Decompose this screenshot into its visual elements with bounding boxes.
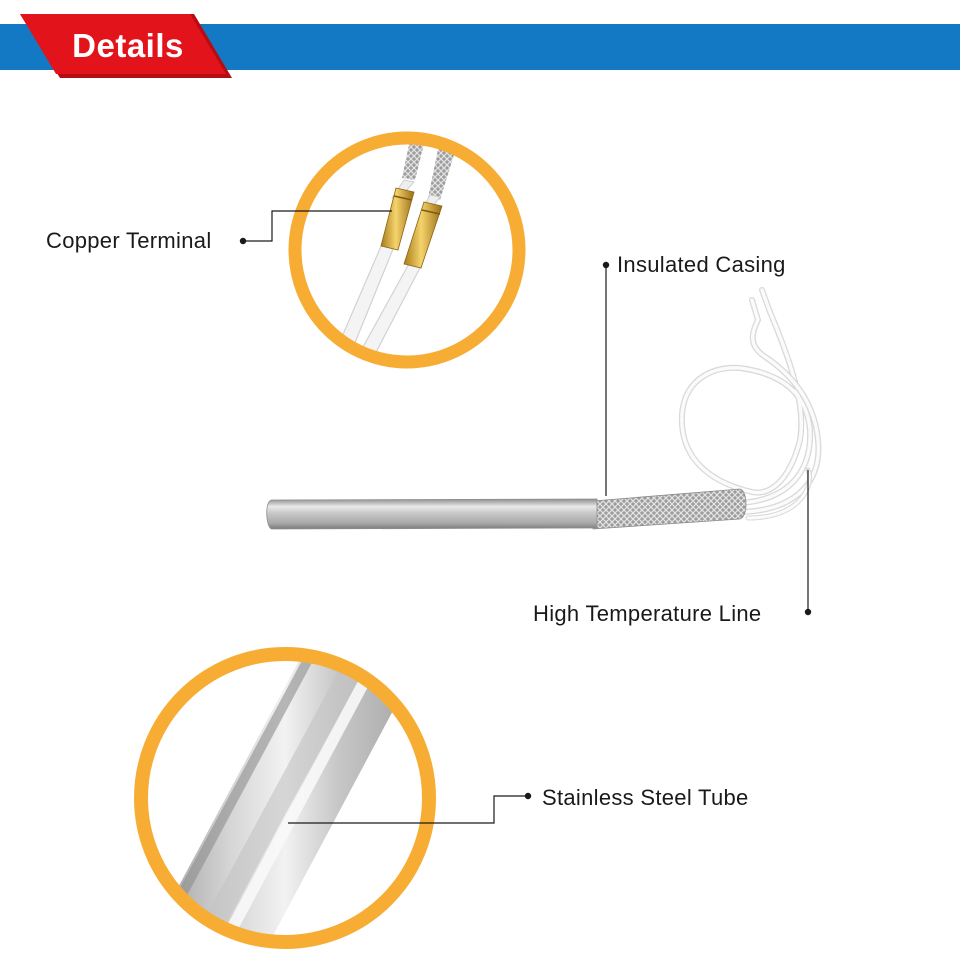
dot-insulated-casing	[602, 261, 610, 269]
page-title: Details	[72, 27, 184, 64]
leader-copper-terminal	[244, 210, 392, 242]
dot-copper-terminal	[239, 237, 247, 245]
tube-closeup-ring	[134, 647, 436, 949]
tag-shape	[20, 14, 232, 78]
dot-stainless-steel-tube	[524, 792, 532, 800]
label-insulated-casing: Insulated Casing	[617, 252, 786, 277]
label-high-temperature-line: High Temperature Line	[533, 601, 762, 626]
tube-closeup	[134, 647, 436, 949]
leader-stainless-steel-tube	[288, 795, 528, 824]
terminal-closeup	[288, 131, 526, 369]
dot-high-temperature-line	[804, 608, 812, 616]
label-copper-terminal: Copper Terminal	[46, 228, 212, 253]
label-stainless-steel-tube: Stainless Steel Tube	[542, 785, 749, 810]
cartridge-heater	[266, 287, 822, 530]
details-tag: Details	[20, 14, 232, 78]
terminal-closeup-ring	[288, 131, 526, 369]
leader-lines	[244, 210, 809, 824]
